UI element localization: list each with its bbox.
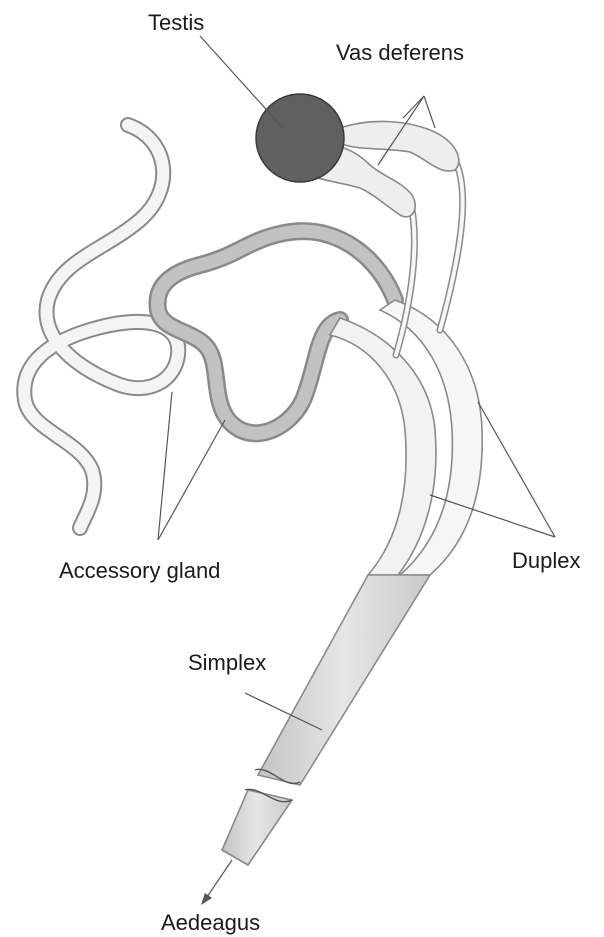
vas-deferens-leader-2 (424, 96, 435, 128)
simplex-tube (222, 575, 430, 865)
vas-deferens-leader-1 (403, 96, 424, 118)
duplex-leader-2 (478, 402, 555, 537)
aedeagus-arrow-line (207, 860, 232, 897)
duplex-ducts (330, 300, 482, 575)
testis-circle (256, 94, 344, 182)
label-accessory-gland: Accessory gland (59, 558, 220, 583)
aedeagus-arrow-head (201, 893, 212, 905)
duplex-inner-tube (330, 318, 436, 575)
label-simplex: Simplex (188, 650, 266, 675)
label-aedeagus: Aedeagus (161, 910, 260, 935)
label-duplex: Duplex (512, 548, 580, 573)
label-vas-deferens: Vas deferens (336, 40, 464, 65)
label-testis: Testis (148, 10, 204, 35)
simplex-upper-segment (258, 575, 430, 785)
testis-leader (200, 36, 283, 128)
